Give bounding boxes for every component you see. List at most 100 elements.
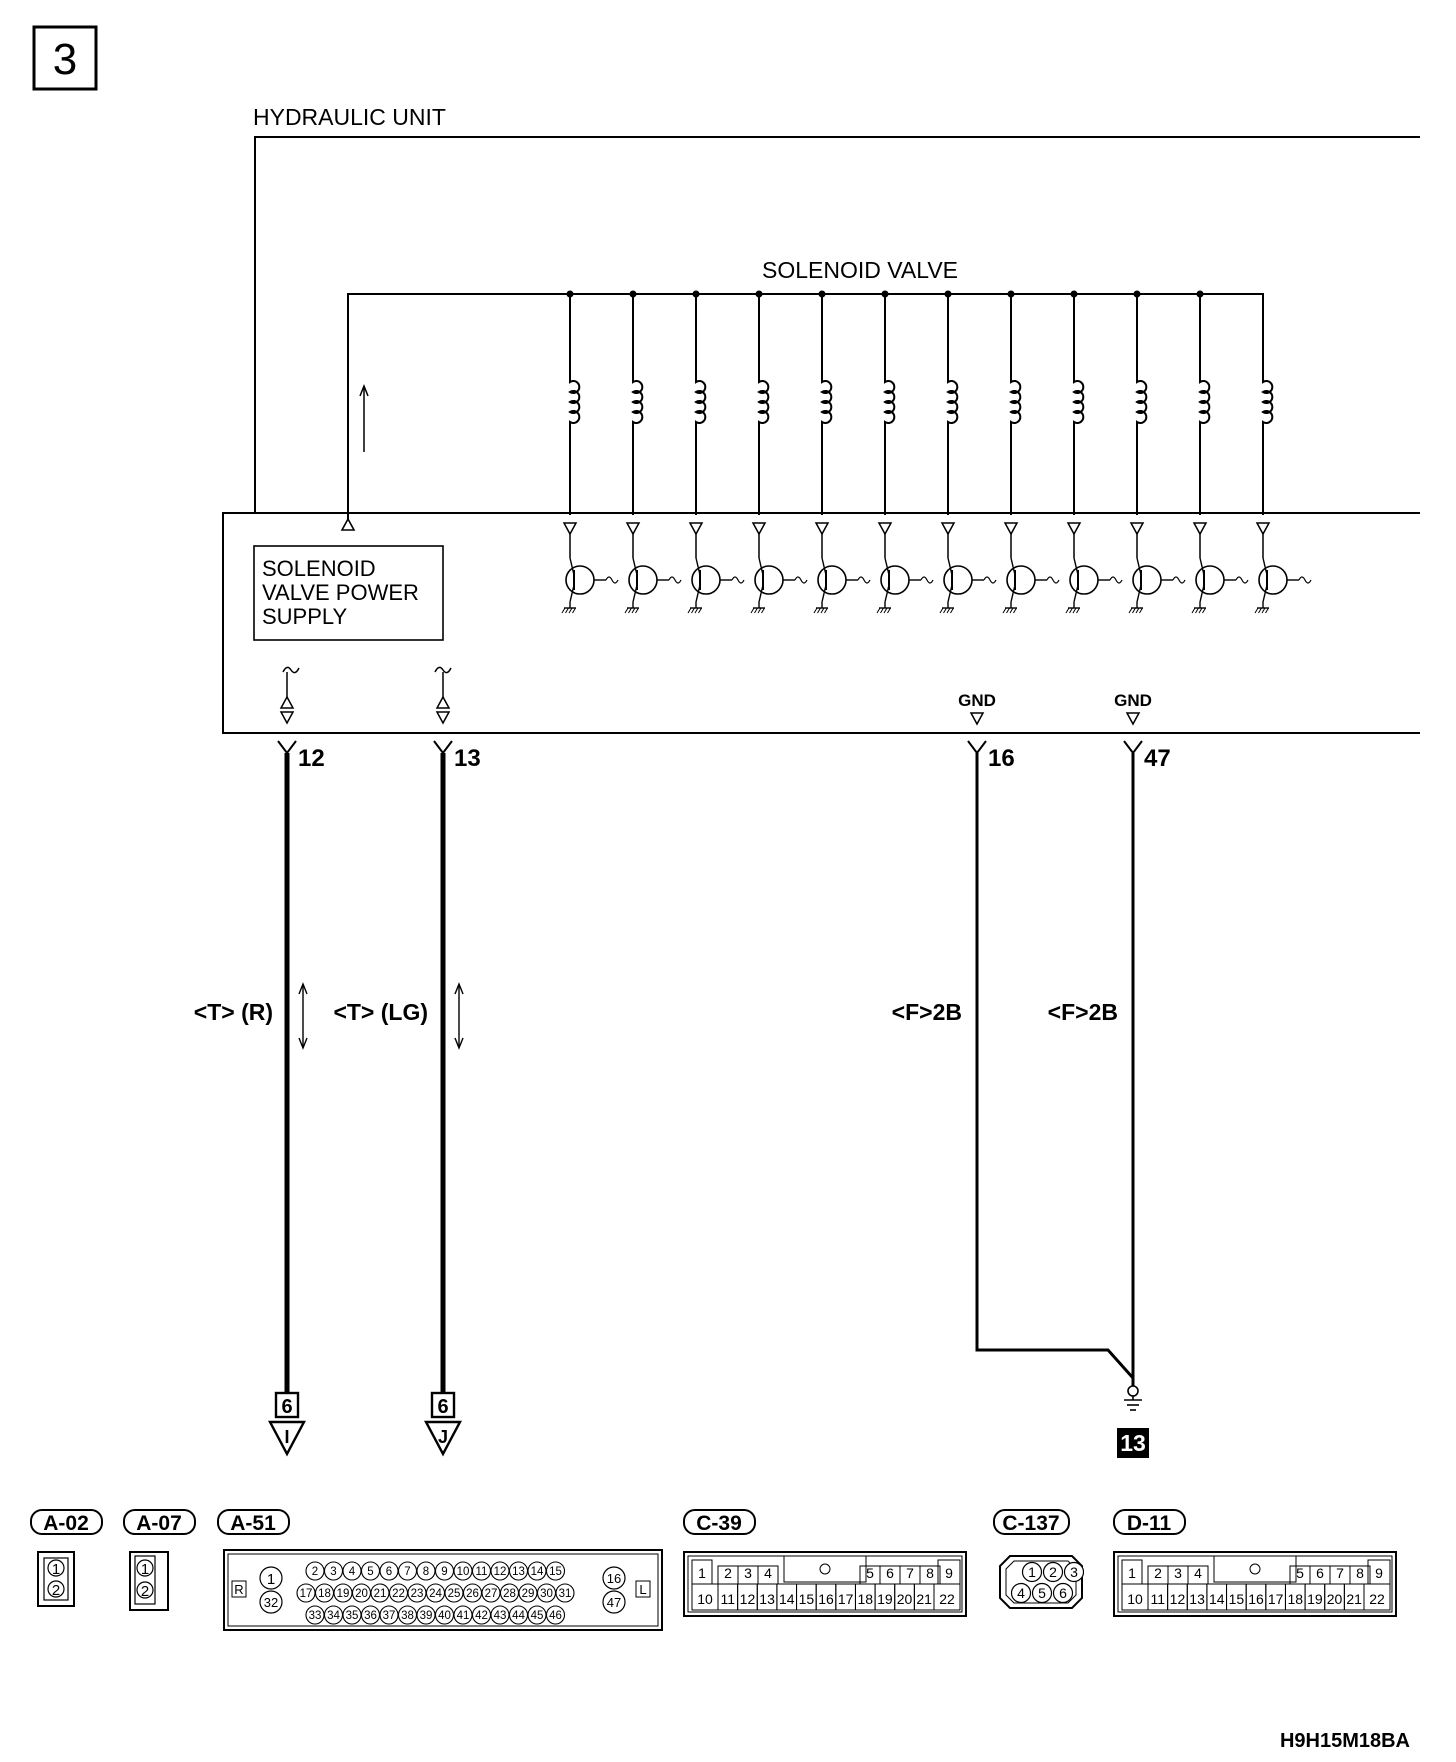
transistor bbox=[687, 534, 745, 614]
page-number-box: 3 bbox=[32, 25, 98, 91]
connector-a-51-pin: 28 bbox=[503, 1588, 516, 1600]
connector-a-51-pin: 46 bbox=[549, 1610, 562, 1622]
solenoid-coil bbox=[688, 290, 707, 536]
wire-label-47: <F>2B bbox=[1048, 999, 1118, 1025]
wire-pin-16: 16 <F>2B bbox=[892, 740, 1135, 1379]
solenoid-valve-section: SOLENOID VALVE bbox=[347, 257, 1274, 536]
connector-d-11-pin: 21 bbox=[1346, 1591, 1362, 1607]
connector-a-51-pin-16: 16 bbox=[607, 1571, 621, 1586]
transistor bbox=[1254, 534, 1312, 614]
connector-a-51-pin: 19 bbox=[337, 1588, 350, 1600]
connector-a-02: A-02 1 2 bbox=[30, 1509, 103, 1607]
terminal-symbol-13 bbox=[434, 666, 452, 725]
connector-a-51-pin: 15 bbox=[549, 1566, 562, 1578]
power-supply-box: SOLENOID VALVE POWER SUPPLY bbox=[253, 545, 444, 641]
connector-a-51-pin: 24 bbox=[429, 1588, 442, 1600]
transistor bbox=[750, 534, 808, 614]
connector-a-02-pin-2: 2 bbox=[52, 1582, 60, 1599]
transistor bbox=[813, 534, 871, 614]
connector-c-39-pin: 12 bbox=[740, 1591, 756, 1607]
connector-d-11-pin: 17 bbox=[1268, 1591, 1284, 1607]
connector-c-39-pin: 5 bbox=[866, 1565, 874, 1581]
connector-c-39-pin: 1 bbox=[698, 1565, 706, 1581]
connector-a-51-pin: 9 bbox=[441, 1566, 447, 1578]
transistor bbox=[876, 534, 934, 614]
power-supply-line3: SUPPLY bbox=[262, 604, 348, 629]
connector-c-137-name: C-137 bbox=[1002, 1512, 1059, 1535]
connector-c-39-pin: 16 bbox=[818, 1591, 834, 1607]
connector-legend: A-02 1 2 A-07 1 2 A-51 R bbox=[30, 1509, 1397, 1631]
connector-c-137-pin: 5 bbox=[1038, 1585, 1046, 1601]
connector-a-51-pin: 34 bbox=[327, 1610, 340, 1622]
control-unit-box: SOLENOID VALVE POWER SUPPLY GND GND bbox=[222, 512, 1420, 734]
wire-pin-47: 47 <F>2B bbox=[1048, 740, 1171, 1386]
transistor bbox=[561, 534, 619, 614]
connector-c-39-pin: 14 bbox=[779, 1591, 795, 1607]
connector-a-51-pin-1: 1 bbox=[267, 1571, 275, 1588]
connector-a-51-pin: 27 bbox=[485, 1588, 498, 1600]
transistor bbox=[939, 534, 997, 614]
wire-label-13: <T> (LG) bbox=[333, 999, 428, 1025]
connector-a-51-pin: 18 bbox=[318, 1588, 331, 1600]
connector-a-02-pin-1: 1 bbox=[52, 1561, 60, 1578]
connector-a-51-side-l: L bbox=[639, 1582, 646, 1597]
connector-c-137-pin: 3 bbox=[1070, 1564, 1078, 1580]
pin-number-47: 47 bbox=[1144, 745, 1171, 772]
connector-a-51-pin: 41 bbox=[457, 1610, 470, 1622]
connector-a-51-pin: 10 bbox=[457, 1566, 470, 1578]
connector-c-39-pin: 13 bbox=[759, 1591, 775, 1607]
connector-d-11-pin: 7 bbox=[1336, 1565, 1344, 1581]
pin-number-13: 13 bbox=[454, 745, 481, 772]
pin-number-12: 12 bbox=[298, 745, 325, 772]
current-flow-arrow bbox=[359, 383, 369, 452]
connector-a-51-pin: 43 bbox=[494, 1610, 507, 1622]
connector-c-39-pin: 10 bbox=[697, 1591, 713, 1607]
dest-letter-12: I bbox=[284, 1427, 289, 1447]
connector-a-51-pin: 13 bbox=[512, 1566, 525, 1578]
wire-pin-12: 12 <T> (R) 6 I bbox=[194, 740, 325, 1457]
connector-a-51-side-r: R bbox=[234, 1582, 243, 1597]
connector-a-07-pin-2: 2 bbox=[141, 1583, 149, 1600]
connector-a-51-pin: 23 bbox=[411, 1588, 424, 1600]
connector-c-39-pin: 20 bbox=[897, 1591, 913, 1607]
connector-c-137-pin: 4 bbox=[1017, 1585, 1025, 1601]
terminal-symbol-12 bbox=[279, 666, 300, 725]
connector-d-11-pin: 4 bbox=[1194, 1565, 1202, 1581]
connector-a-51-name: A-51 bbox=[230, 1512, 276, 1535]
connector-a-51-pin: 12 bbox=[494, 1566, 507, 1578]
wire-pin-13: 13 <T> (LG) 6 J bbox=[333, 740, 481, 1457]
connector-c-39-pin: 21 bbox=[916, 1591, 932, 1607]
connector-a-51-pin: 38 bbox=[401, 1610, 414, 1622]
connector-c-39-pin: 15 bbox=[799, 1591, 815, 1607]
connector-c-39-name: C-39 bbox=[696, 1512, 742, 1535]
power-supply-line1: SOLENOID bbox=[262, 556, 376, 581]
connector-c-39-pin: 19 bbox=[877, 1591, 893, 1607]
solenoid-coil bbox=[1129, 290, 1148, 536]
connector-d-11-pin: 10 bbox=[1127, 1591, 1143, 1607]
hydraulic-unit-label: HYDRAULIC UNIT bbox=[253, 104, 446, 130]
dest-page-12: 6 bbox=[281, 1396, 292, 1418]
solenoid-coil bbox=[625, 290, 644, 536]
connector-a-51-pin: 40 bbox=[438, 1610, 451, 1622]
connector-c-137-pin: 2 bbox=[1049, 1564, 1057, 1580]
dest-page-box-13 bbox=[430, 1391, 456, 1419]
connector-d-11-pin: 14 bbox=[1209, 1591, 1225, 1607]
connector-d-11-pin: 3 bbox=[1174, 1565, 1182, 1581]
figure-code: H9H15M18BA bbox=[1280, 1730, 1410, 1752]
connector-d-11-pin: 1 bbox=[1128, 1565, 1136, 1581]
solenoid-coil bbox=[751, 290, 770, 536]
connector-a-51-pin: 21 bbox=[374, 1588, 387, 1600]
connector-a-51-pin: 35 bbox=[346, 1610, 359, 1622]
connector-a-51-pin: 29 bbox=[522, 1588, 535, 1600]
connector-a-51-pin: 39 bbox=[420, 1610, 433, 1622]
gnd-label-47: GND bbox=[1114, 691, 1152, 710]
connector-a-51-pin: 26 bbox=[466, 1588, 479, 1600]
hydraulic-unit-frame: HYDRAULIC UNIT bbox=[253, 104, 1420, 513]
connector-d-11-pin: 15 bbox=[1229, 1591, 1245, 1607]
connector-a-51-pin: 2 bbox=[312, 1566, 318, 1578]
connector-a-07-pin-1: 1 bbox=[141, 1561, 149, 1578]
dest-letter-13: J bbox=[438, 1427, 448, 1447]
connector-a-51-pin: 20 bbox=[355, 1588, 368, 1600]
